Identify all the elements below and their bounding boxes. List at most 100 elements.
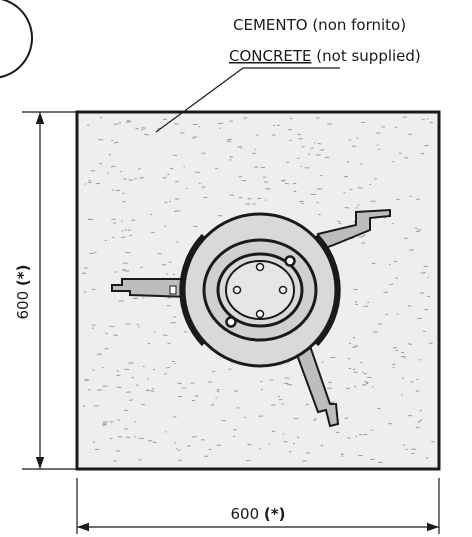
concrete-speckle <box>174 442 177 444</box>
concrete-speckle <box>417 420 421 423</box>
concrete-speckle <box>142 297 145 299</box>
concrete-speckle <box>352 368 356 371</box>
concrete-speckle <box>344 417 349 419</box>
dimension-height-note: (*) <box>14 265 32 287</box>
concrete-speckle <box>115 189 121 192</box>
concrete-speckle <box>396 198 400 201</box>
concrete-speckle <box>352 336 356 339</box>
concrete-speckle <box>372 331 378 333</box>
concrete-speckle <box>429 121 433 124</box>
concrete-speckle <box>151 387 155 390</box>
concrete-speckle <box>260 388 263 391</box>
concrete-speckle <box>174 362 177 365</box>
concrete-speckle <box>305 403 309 406</box>
anchor-arm-bottom <box>294 344 340 428</box>
dimension-width-label: 600 (*) <box>231 505 286 523</box>
concrete-speckle <box>425 457 429 459</box>
concrete-speckle <box>306 452 311 454</box>
material-label-en: CONCRETE (not supplied) <box>229 47 421 65</box>
concrete-speckle <box>92 369 95 371</box>
concrete-speckle <box>264 181 268 183</box>
concrete-speckle <box>140 266 143 269</box>
concrete-speckle <box>88 179 92 182</box>
concrete-speckle <box>264 199 267 201</box>
concrete-speckle <box>136 323 139 326</box>
concrete-speckle <box>172 273 176 276</box>
material-label-it: CEMENTO (non fornito) <box>233 16 406 34</box>
concrete-speckle <box>283 441 288 443</box>
concrete-speckle <box>420 272 426 274</box>
concrete-speckle <box>289 117 293 120</box>
concrete-speckle <box>401 351 405 354</box>
concrete-speckle <box>116 370 120 372</box>
concrete-speckle <box>360 163 363 165</box>
concrete-speckle <box>417 317 422 320</box>
concrete-speckle <box>118 300 124 302</box>
concrete-speckle <box>354 345 359 347</box>
concrete-speckle <box>389 283 394 286</box>
concrete-speckle <box>131 376 135 379</box>
concrete-speckle <box>177 382 182 385</box>
concrete-speckle <box>407 343 413 345</box>
concrete-speckle <box>420 152 425 155</box>
concrete-speckle <box>301 202 304 205</box>
concrete-speckle <box>287 384 293 386</box>
concrete-speckle <box>340 453 344 455</box>
detail-marker-circle <box>0 0 33 79</box>
leader-line <box>155 67 340 133</box>
concrete-speckle <box>129 234 133 237</box>
concrete-speckle <box>271 404 276 406</box>
column-base <box>169 212 341 368</box>
concrete-speckle <box>125 121 131 123</box>
concrete-speckle <box>143 133 149 136</box>
concrete-speckle <box>124 368 130 371</box>
concrete-speckle <box>150 231 155 234</box>
concrete-speckle <box>182 387 186 389</box>
concrete-speckle <box>176 241 179 243</box>
concrete-speckle <box>173 316 177 318</box>
concrete-speckle <box>193 225 198 228</box>
concrete-speckle <box>112 165 116 168</box>
concrete-speckle <box>128 399 133 401</box>
concrete-speckle <box>318 213 321 216</box>
concrete-speckle <box>284 182 290 185</box>
concrete-speckle <box>424 144 429 147</box>
concrete-speckle <box>226 138 232 141</box>
concrete-speckle <box>95 182 101 185</box>
concrete-speckle <box>343 175 349 178</box>
concrete-speckle <box>243 117 248 119</box>
concrete-speckle <box>247 443 252 446</box>
concrete-speckle <box>317 142 322 145</box>
concrete-speckle <box>370 200 376 202</box>
concrete-speckle <box>391 222 394 225</box>
concrete-speckle <box>105 332 108 335</box>
concrete-speckle <box>102 424 106 426</box>
concrete-speckle <box>113 141 119 144</box>
concrete-speckle <box>409 249 414 251</box>
concrete-speckle <box>347 437 351 439</box>
concrete-speckle <box>108 154 112 156</box>
concrete-speckle <box>162 334 168 336</box>
concrete-speckle <box>377 148 381 151</box>
dimension-height-label: 600 (*) <box>14 265 32 320</box>
concrete-speckle <box>347 358 351 360</box>
concrete-speckle <box>330 401 335 403</box>
concrete-speckle <box>125 436 130 439</box>
concrete-speckle <box>415 426 420 429</box>
concrete-speckle <box>109 325 115 328</box>
concrete-speckle <box>327 123 332 125</box>
concrete-speckle <box>167 342 171 344</box>
material-label-en-rest: (not supplied) <box>312 47 421 65</box>
concrete-speckle <box>217 122 224 125</box>
dimension-width-note: (*) <box>264 505 286 523</box>
concrete-speckle <box>178 459 182 462</box>
concrete-speckle <box>415 390 420 392</box>
concrete-texture <box>81 116 435 463</box>
concrete-speckle <box>358 236 364 238</box>
concrete-speckle <box>395 277 398 279</box>
concrete-speckle <box>164 225 167 227</box>
dimension-horizontal: 600 (*) <box>76 478 440 534</box>
concrete-speckle <box>109 437 113 440</box>
concrete-speckle <box>423 265 428 268</box>
